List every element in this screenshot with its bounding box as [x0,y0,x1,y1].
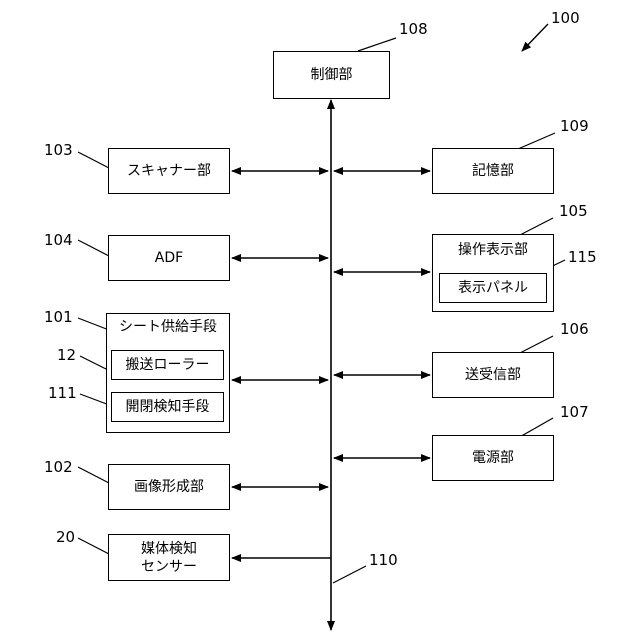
control-block: 制御部 [273,51,390,99]
sheet-feed-label: シート供給手段 [107,318,229,336]
leader-103 [78,152,109,168]
sheet-feed-block: シート供給手段 搬送ローラー 開閉検知手段 [106,313,230,433]
bus-ref: 110 [369,552,398,568]
leader-109 [518,133,555,149]
scanner-ref: 103 [44,142,73,158]
adf-label: ADF [155,249,183,267]
storage-ref: 109 [560,118,589,134]
leader-108 [358,38,396,51]
image-forming-label: 画像形成部 [134,478,204,496]
leader-110 [333,566,366,583]
roller-ref: 12 [57,347,76,363]
roller-block: 搬送ローラー [111,350,224,380]
storage-label: 記憶部 [472,162,514,180]
scanner-block: スキャナー部 [108,148,230,194]
control-label: 制御部 [311,66,353,84]
adf-block: ADF [108,235,230,281]
panel-ref: 115 [568,249,597,265]
storage-block: 記憶部 [432,148,554,194]
operation-display-block: 操作表示部 表示パネル [432,234,554,312]
transceiver-label: 送受信部 [465,366,521,384]
media-sensor-label: 媒体検知 センサー [141,540,197,576]
transceiver-ref: 106 [560,321,589,337]
figure-pointer-arrow [522,24,548,51]
power-ref: 107 [560,404,589,420]
open-detect-label: 開閉検知手段 [126,398,210,416]
transceiver-block: 送受信部 [432,352,554,398]
media-sensor-ref: 20 [56,529,75,545]
leader-101 [78,318,109,330]
open-detect-block: 開閉検知手段 [111,392,224,422]
panel-label: 表示パネル [458,279,528,297]
leader-20 [78,538,109,554]
image-forming-block: 画像形成部 [108,464,230,510]
media-sensor-block: 媒体検知 センサー [108,534,230,581]
leader-102 [78,467,109,483]
power-label: 電源部 [472,449,514,467]
open-detect-ref: 111 [48,385,77,401]
scanner-label: スキャナー部 [127,162,211,180]
figure-ref: 100 [551,10,580,26]
operation-display-ref: 105 [559,203,588,219]
power-block: 電源部 [432,435,554,481]
roller-label: 搬送ローラー [126,356,210,374]
panel-block: 表示パネル [439,273,547,303]
sheet-feed-ref: 101 [44,309,73,325]
leader-104 [78,240,109,256]
control-ref: 108 [399,21,428,37]
image-forming-ref: 102 [44,459,73,475]
operation-display-label: 操作表示部 [433,241,553,259]
adf-ref: 104 [44,232,73,248]
